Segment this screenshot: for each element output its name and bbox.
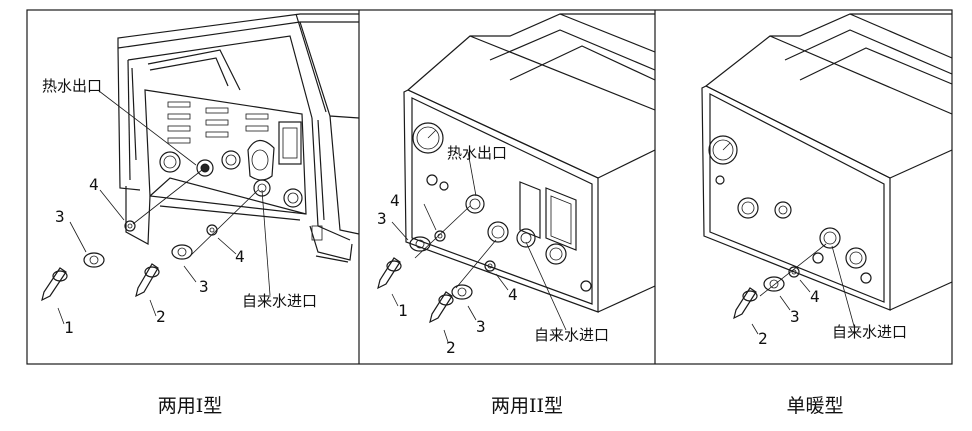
- panel-1-part-2: 2: [156, 307, 166, 326]
- panel-3-heater-drawing: [701, 13, 953, 335]
- panel-3-caption: 单暖型: [786, 395, 843, 417]
- panel-2-part-1: 1: [398, 301, 408, 320]
- panel-3-part-2: 2: [758, 329, 768, 348]
- panel-1-part-3b: 3: [199, 277, 209, 296]
- panel-3-part-4: 4: [810, 287, 820, 306]
- panel-2-caption: 两用II型: [491, 395, 563, 417]
- panel-1-hot-outlet-label: 热水出口: [42, 77, 102, 95]
- panel-2-part-2: 2: [446, 338, 456, 357]
- panel-2-part-4b: 4: [508, 285, 518, 304]
- panel-3-part-3: 3: [790, 307, 800, 326]
- panel-2-part-3b: 3: [476, 317, 486, 336]
- panel-1-caption: 两用I型: [158, 395, 223, 417]
- panel-1-part-4b: 4: [235, 247, 245, 266]
- panel-2-cold-inlet-label: 自来水进口: [534, 326, 609, 344]
- panel-2-part-4a: 4: [390, 191, 400, 210]
- panel-3-cold-inlet-label: 自来水进口: [832, 323, 907, 341]
- panel-2-heater-drawing: [377, 13, 656, 343]
- panel-2-part-3a: 3: [377, 209, 387, 228]
- panel-1-part-1: 1: [64, 318, 74, 337]
- panel-1-part-4a: 4: [89, 175, 99, 194]
- panel-1-cold-inlet-label: 自来水进口: [242, 292, 317, 310]
- panel-1-heater-drawing: [41, 13, 360, 325]
- panel-1-part-3a: 3: [55, 207, 65, 226]
- diagram-frame: [26, 9, 953, 365]
- panel-2-hot-outlet-label: 热水出口: [447, 144, 507, 162]
